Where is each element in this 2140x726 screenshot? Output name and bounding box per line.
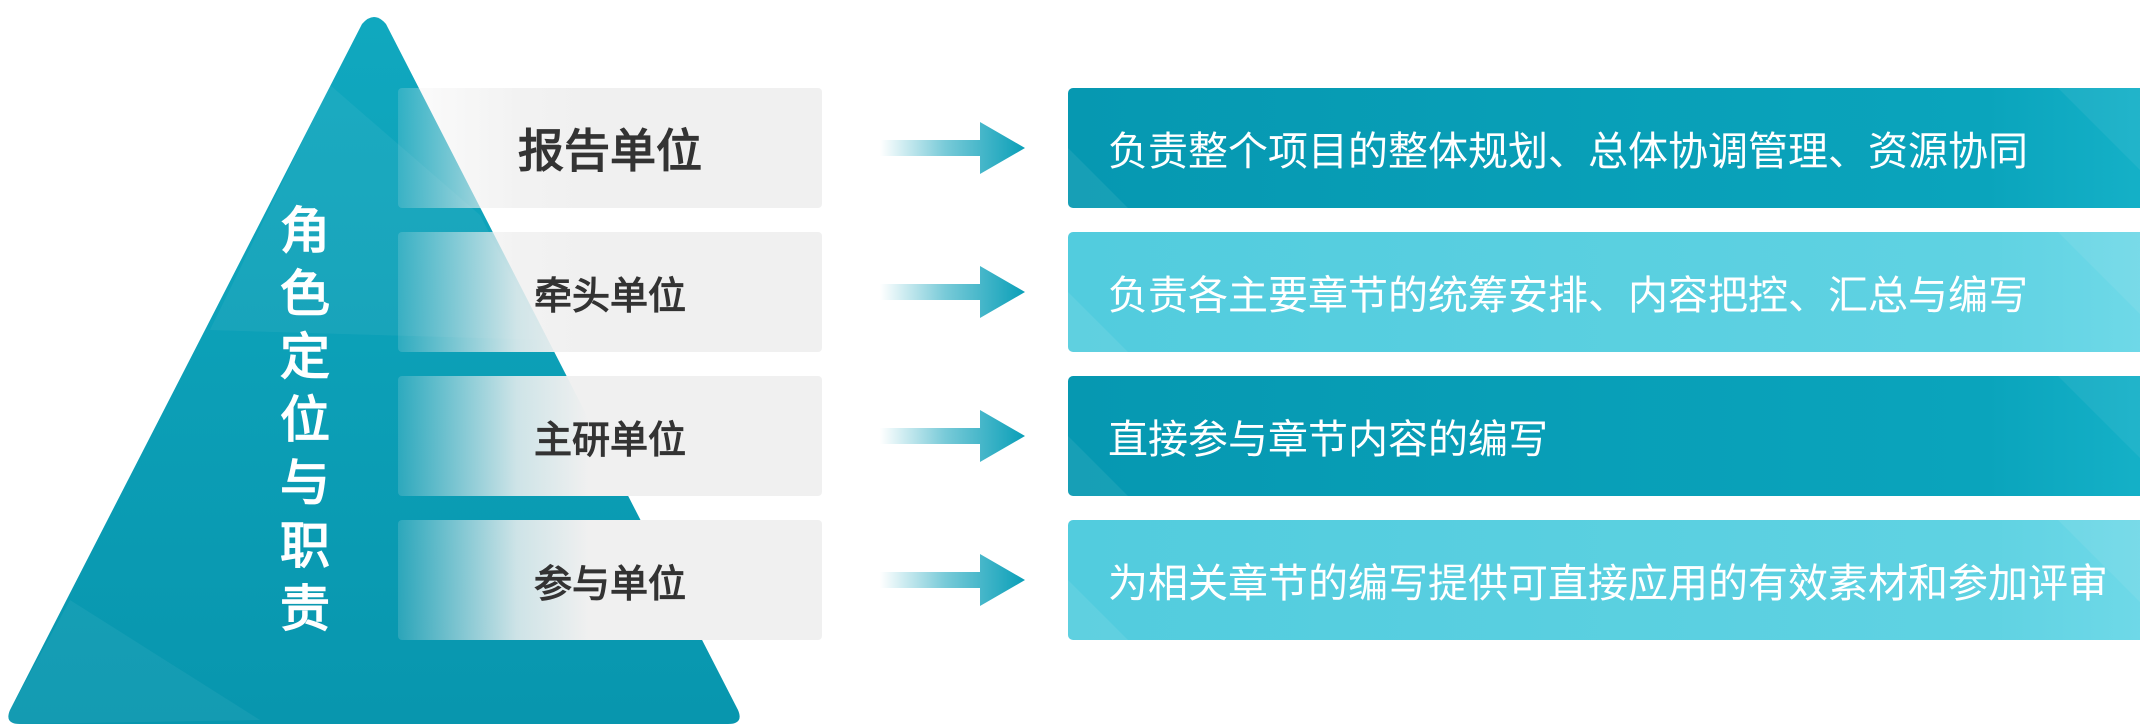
side-title-char: 定 <box>280 328 330 386</box>
arrow-right-icon <box>880 410 1025 462</box>
side-title-char: 色 <box>280 265 330 323</box>
duty-bar-lead: 负责各主要章节的统筹安排、内容把控、汇总与编写 <box>1068 232 2140 352</box>
duty-text: 负责整个项目的整体规划、总体协调管理、资源协同 <box>1108 129 2028 175</box>
duty-text: 负责各主要章节的统筹安排、内容把控、汇总与编写 <box>1108 273 2028 319</box>
bar-decoration <box>1068 232 2140 352</box>
bar-decoration <box>1068 376 2140 496</box>
role-label: 参与单位 <box>533 561 686 606</box>
side-title-char: 角 <box>280 202 330 260</box>
duty-bar-participating: 为相关章节的编写提供可直接应用的有效素材和参加评审 <box>1068 520 2140 640</box>
arrow-right-icon <box>880 554 1025 606</box>
role-box-reporting: 报告单位 <box>398 88 822 208</box>
side-title-char: 位 <box>280 391 330 449</box>
side-title: 角 色 定 位 与 职 责 <box>270 200 340 641</box>
arrow-right-icon <box>880 122 1025 174</box>
role-label: 主研单位 <box>533 417 686 462</box>
bar-decoration <box>1068 88 2140 208</box>
duty-text: 直接参与章节内容的编写 <box>1108 417 1548 463</box>
bar-decoration <box>1068 520 2140 640</box>
side-title-char: 与 <box>280 454 330 512</box>
duty-text: 为相关章节的编写提供可直接应用的有效素材和参加评审 <box>1108 561 2108 607</box>
role-box-main-research: 主研单位 <box>398 376 822 496</box>
duty-bar-main-research: 直接参与章节内容的编写 <box>1068 376 2140 496</box>
role-label: 牵头单位 <box>533 273 686 318</box>
role-label: 报告单位 <box>518 124 702 178</box>
role-box-participating: 参与单位 <box>398 520 822 640</box>
side-title-char: 责 <box>280 580 330 638</box>
duty-bar-reporting: 负责整个项目的整体规划、总体协调管理、资源协同 <box>1068 88 2140 208</box>
arrow-right-icon <box>880 266 1025 318</box>
role-box-lead: 牵头单位 <box>398 232 822 352</box>
side-title-char: 职 <box>280 517 330 575</box>
